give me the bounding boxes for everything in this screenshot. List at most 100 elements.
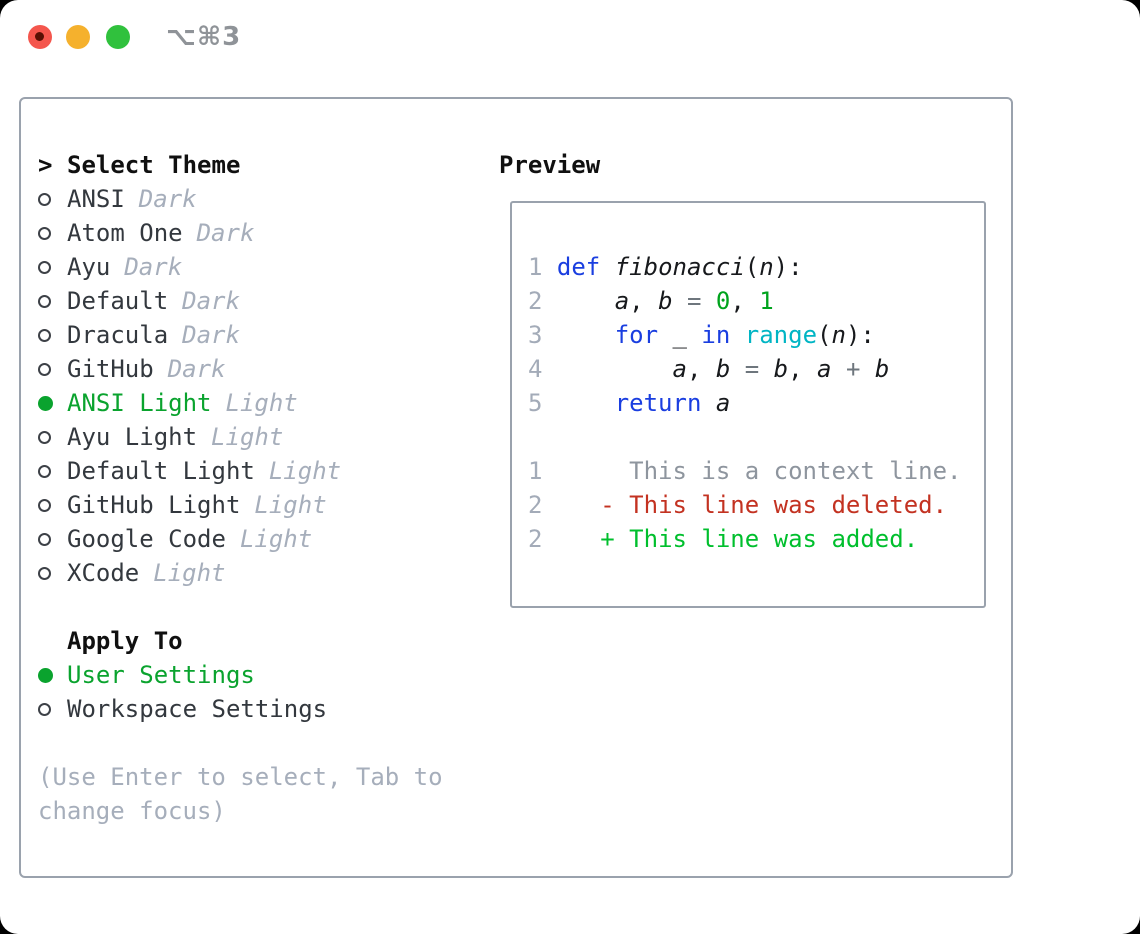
- code-line: [528, 420, 961, 454]
- code-token-ln: 1: [528, 253, 557, 281]
- code-token-op: =: [744, 355, 760, 383]
- code-token-pl: [557, 287, 615, 315]
- close-button[interactable]: [28, 25, 52, 49]
- theme-variant-label: Dark: [124, 253, 183, 281]
- radio-icon: [38, 260, 67, 274]
- code-token-pl: [730, 355, 744, 383]
- radio-circle: [38, 702, 51, 716]
- apply-target-workspace-settings[interactable]: Workspace Settings: [38, 692, 443, 726]
- code-token-pl: [831, 355, 845, 383]
- code-token-ctx: This is a context line.: [556, 457, 962, 485]
- theme-option-ansi-light[interactable]: ANSI Light Light: [38, 386, 443, 420]
- code-line: 2 + This line was added.: [528, 522, 961, 556]
- code-token-bi: range: [744, 321, 818, 349]
- theme-variant-label: Dark: [138, 185, 197, 213]
- code-token-pl: [730, 321, 744, 349]
- theme-option-label: ANSI Light: [67, 389, 212, 417]
- radio-icon: [38, 702, 67, 716]
- code-token-va: b: [874, 355, 890, 383]
- minimize-button[interactable]: [66, 25, 90, 49]
- radio-icon: [38, 498, 67, 512]
- radio-icon: [38, 328, 67, 342]
- code-token-ln: 4: [528, 355, 557, 383]
- code-line: 2 a, b = 0, 1: [528, 284, 961, 318]
- code-line: 4 a, b = b, a + b: [528, 352, 961, 386]
- code-token-va: a: [614, 287, 630, 315]
- code-token-kw: return: [614, 389, 702, 417]
- code-token-pl: [759, 355, 773, 383]
- code-token-del: - This line was deleted.: [600, 491, 948, 519]
- theme-variant-label: Dark: [167, 355, 226, 383]
- code-token-ln: 2: [528, 525, 557, 553]
- code-token-pl: [658, 321, 672, 349]
- hint-text-line1: (Use Enter to select, Tab to: [38, 763, 443, 791]
- theme-option-label: Default Light: [67, 457, 255, 485]
- theme-option-label: ANSI: [67, 185, 125, 213]
- code-token-pl: [701, 389, 715, 417]
- code-token-va: a: [817, 355, 832, 383]
- apply-target-user-settings[interactable]: User Settings: [38, 658, 443, 692]
- radio-selected-icon: [38, 395, 67, 411]
- code-token-ln: 2: [528, 287, 557, 315]
- radio-icon: [38, 430, 67, 444]
- radio-icon: [38, 464, 67, 478]
- radio-icon: [38, 192, 67, 206]
- theme-variant-label: Light: [225, 389, 298, 417]
- code-token-va: b: [715, 355, 731, 383]
- apply-to-header: Apply To: [38, 624, 443, 658]
- code-token-pl: ,: [686, 355, 716, 383]
- radio-circle: [38, 260, 51, 274]
- zoom-button[interactable]: [106, 25, 130, 49]
- code-token-pl: ):: [845, 321, 875, 349]
- hint-text-line2: change focus): [38, 797, 226, 825]
- radio-circle: [38, 667, 53, 683]
- theme-variant-label: Dark: [196, 219, 255, 247]
- code-token-pl: ):: [773, 253, 803, 281]
- prompt-icon: >: [38, 151, 53, 179]
- code-token-va: a: [672, 355, 687, 383]
- theme-variant-label: Light: [211, 423, 284, 451]
- theme-variant-label: Light: [268, 457, 342, 485]
- theme-option-ansi[interactable]: ANSI Dark: [38, 182, 443, 216]
- theme-option-label: XCode: [67, 559, 140, 587]
- code-token-va: b: [658, 287, 673, 315]
- code-token-add: + This line was added.: [600, 525, 919, 553]
- code-token-pl: [600, 253, 614, 281]
- radio-icon: [38, 566, 67, 580]
- code-token-nu: 1: [759, 287, 774, 315]
- theme-option-atom-one[interactable]: Atom One Dark: [38, 216, 443, 250]
- code-token-kw: for: [614, 321, 659, 349]
- theme-option-label: Ayu: [67, 253, 111, 281]
- code-token-pl: [557, 525, 600, 553]
- code-token-pl: [673, 287, 687, 315]
- code-token-ln: 5: [528, 389, 557, 417]
- radio-circle: [38, 532, 51, 546]
- theme-option-default-light[interactable]: Default Light Light: [38, 454, 443, 488]
- code-token-va: n: [759, 253, 774, 281]
- theme-option-label: Atom One: [67, 219, 183, 247]
- theme-option-ayu[interactable]: Ayu Dark: [38, 250, 443, 284]
- theme-variant-label: Dark: [182, 287, 240, 315]
- code-token-kw: def: [556, 253, 601, 281]
- code-line: 2 - This line was deleted.: [528, 488, 961, 522]
- spacer: [38, 726, 443, 760]
- theme-variant-label: Light: [254, 491, 327, 519]
- code-token-va: a: [715, 389, 731, 417]
- code-token-pl: (: [744, 253, 760, 281]
- radio-circle: [38, 362, 51, 376]
- code-line: 1 def fibonacci(n):: [528, 250, 961, 284]
- radio-circle: [38, 498, 51, 512]
- preview-title: Preview: [499, 151, 601, 179]
- radio-circle: [38, 192, 51, 206]
